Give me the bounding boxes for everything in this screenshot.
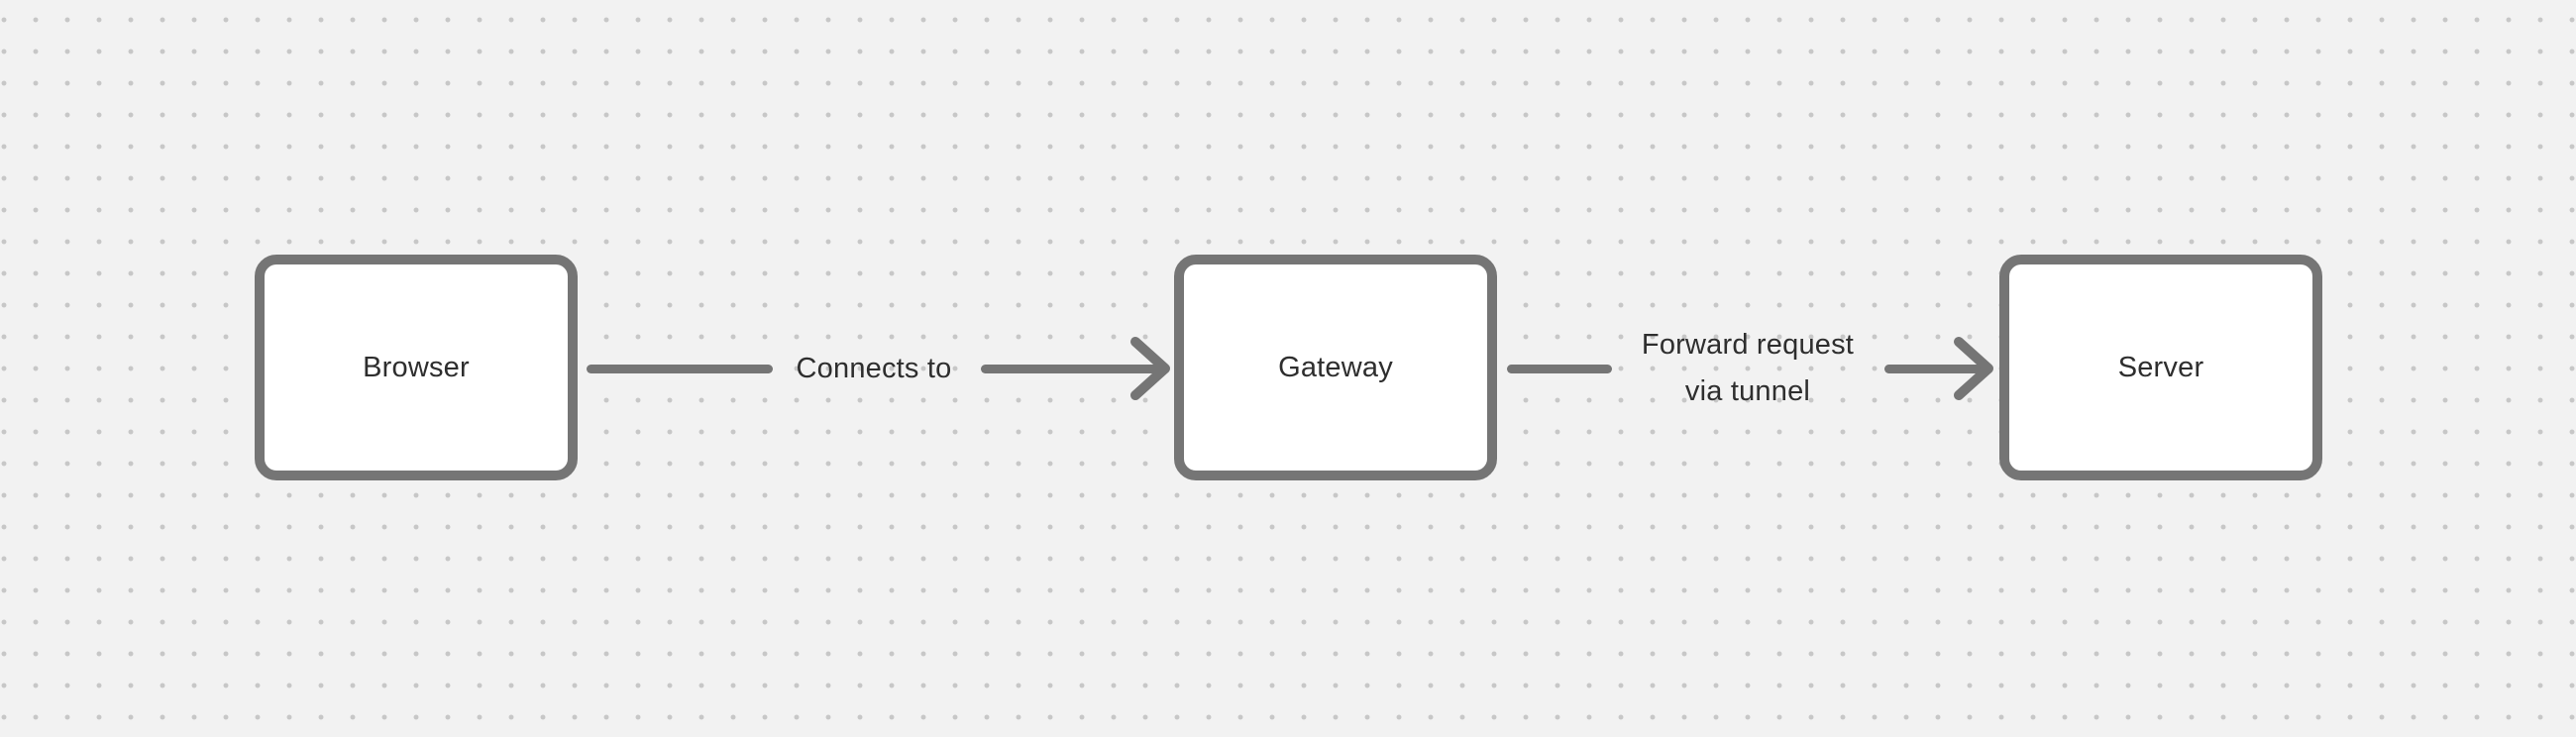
node-gateway-label: Gateway bbox=[1278, 351, 1393, 383]
arrowhead-icon bbox=[1130, 337, 1170, 400]
node-server-label: Server bbox=[2117, 351, 2204, 383]
connector-browser-gateway-shaft-right[interactable] bbox=[981, 364, 1160, 373]
connector-gateway-server-shaft-left[interactable] bbox=[1507, 364, 1612, 373]
connector-browser-gateway-shaft-left[interactable] bbox=[587, 364, 773, 373]
arrowhead-icon bbox=[1954, 337, 1993, 400]
connector-gateway-server-label[interactable]: Forward request via tunnel bbox=[1641, 329, 1855, 407]
node-browser-label: Browser bbox=[363, 351, 470, 383]
node-browser[interactable]: Browser bbox=[255, 255, 578, 480]
node-server[interactable]: Server bbox=[1999, 255, 2322, 480]
connector-gateway-server-shaft-right[interactable] bbox=[1884, 364, 1983, 373]
node-gateway[interactable]: Gateway bbox=[1174, 255, 1497, 480]
connector-browser-gateway-label[interactable]: Connects to bbox=[796, 352, 952, 384]
